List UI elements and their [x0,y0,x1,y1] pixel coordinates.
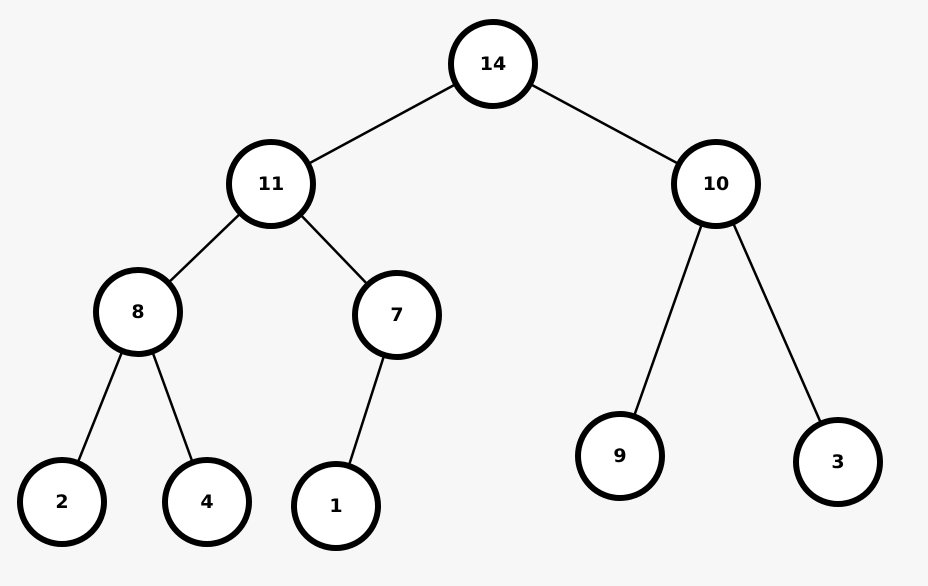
tree-node: 7 [352,270,442,360]
node-label: 1 [329,495,342,517]
node-label: 10 [703,173,729,195]
node-circle [671,139,761,229]
tree-node: 9 [575,411,665,501]
tree-edge [618,183,718,457]
node-circle [575,411,665,501]
edge-group [60,62,840,507]
tree-node: 3 [793,417,883,507]
node-group: 14 11 10 8 7 9 3 2 4 1 [17,19,883,551]
node-circle [162,457,252,547]
node-label: 14 [480,53,506,75]
node-label: 7 [390,304,403,326]
node-label: 4 [200,491,213,513]
tree-node: 1 [291,461,381,551]
node-circle [448,19,538,109]
node-label: 9 [613,445,626,467]
node-label: 3 [831,451,844,473]
node-circle [793,417,883,507]
node-circle [226,139,316,229]
tree-node: 2 [17,457,107,547]
node-label: 8 [131,301,144,323]
tree-edge [714,183,840,463]
node-label: 2 [55,491,68,513]
node-circle [291,461,381,551]
tree-node: 11 [226,139,316,229]
node-circle [17,457,107,547]
tree-node: 10 [671,139,761,229]
node-circle [352,270,442,360]
tree-node: 8 [93,267,183,357]
tree-node: 4 [162,457,252,547]
node-label: 11 [258,173,284,195]
tree-node: 14 [448,19,538,109]
node-circle [93,267,183,357]
